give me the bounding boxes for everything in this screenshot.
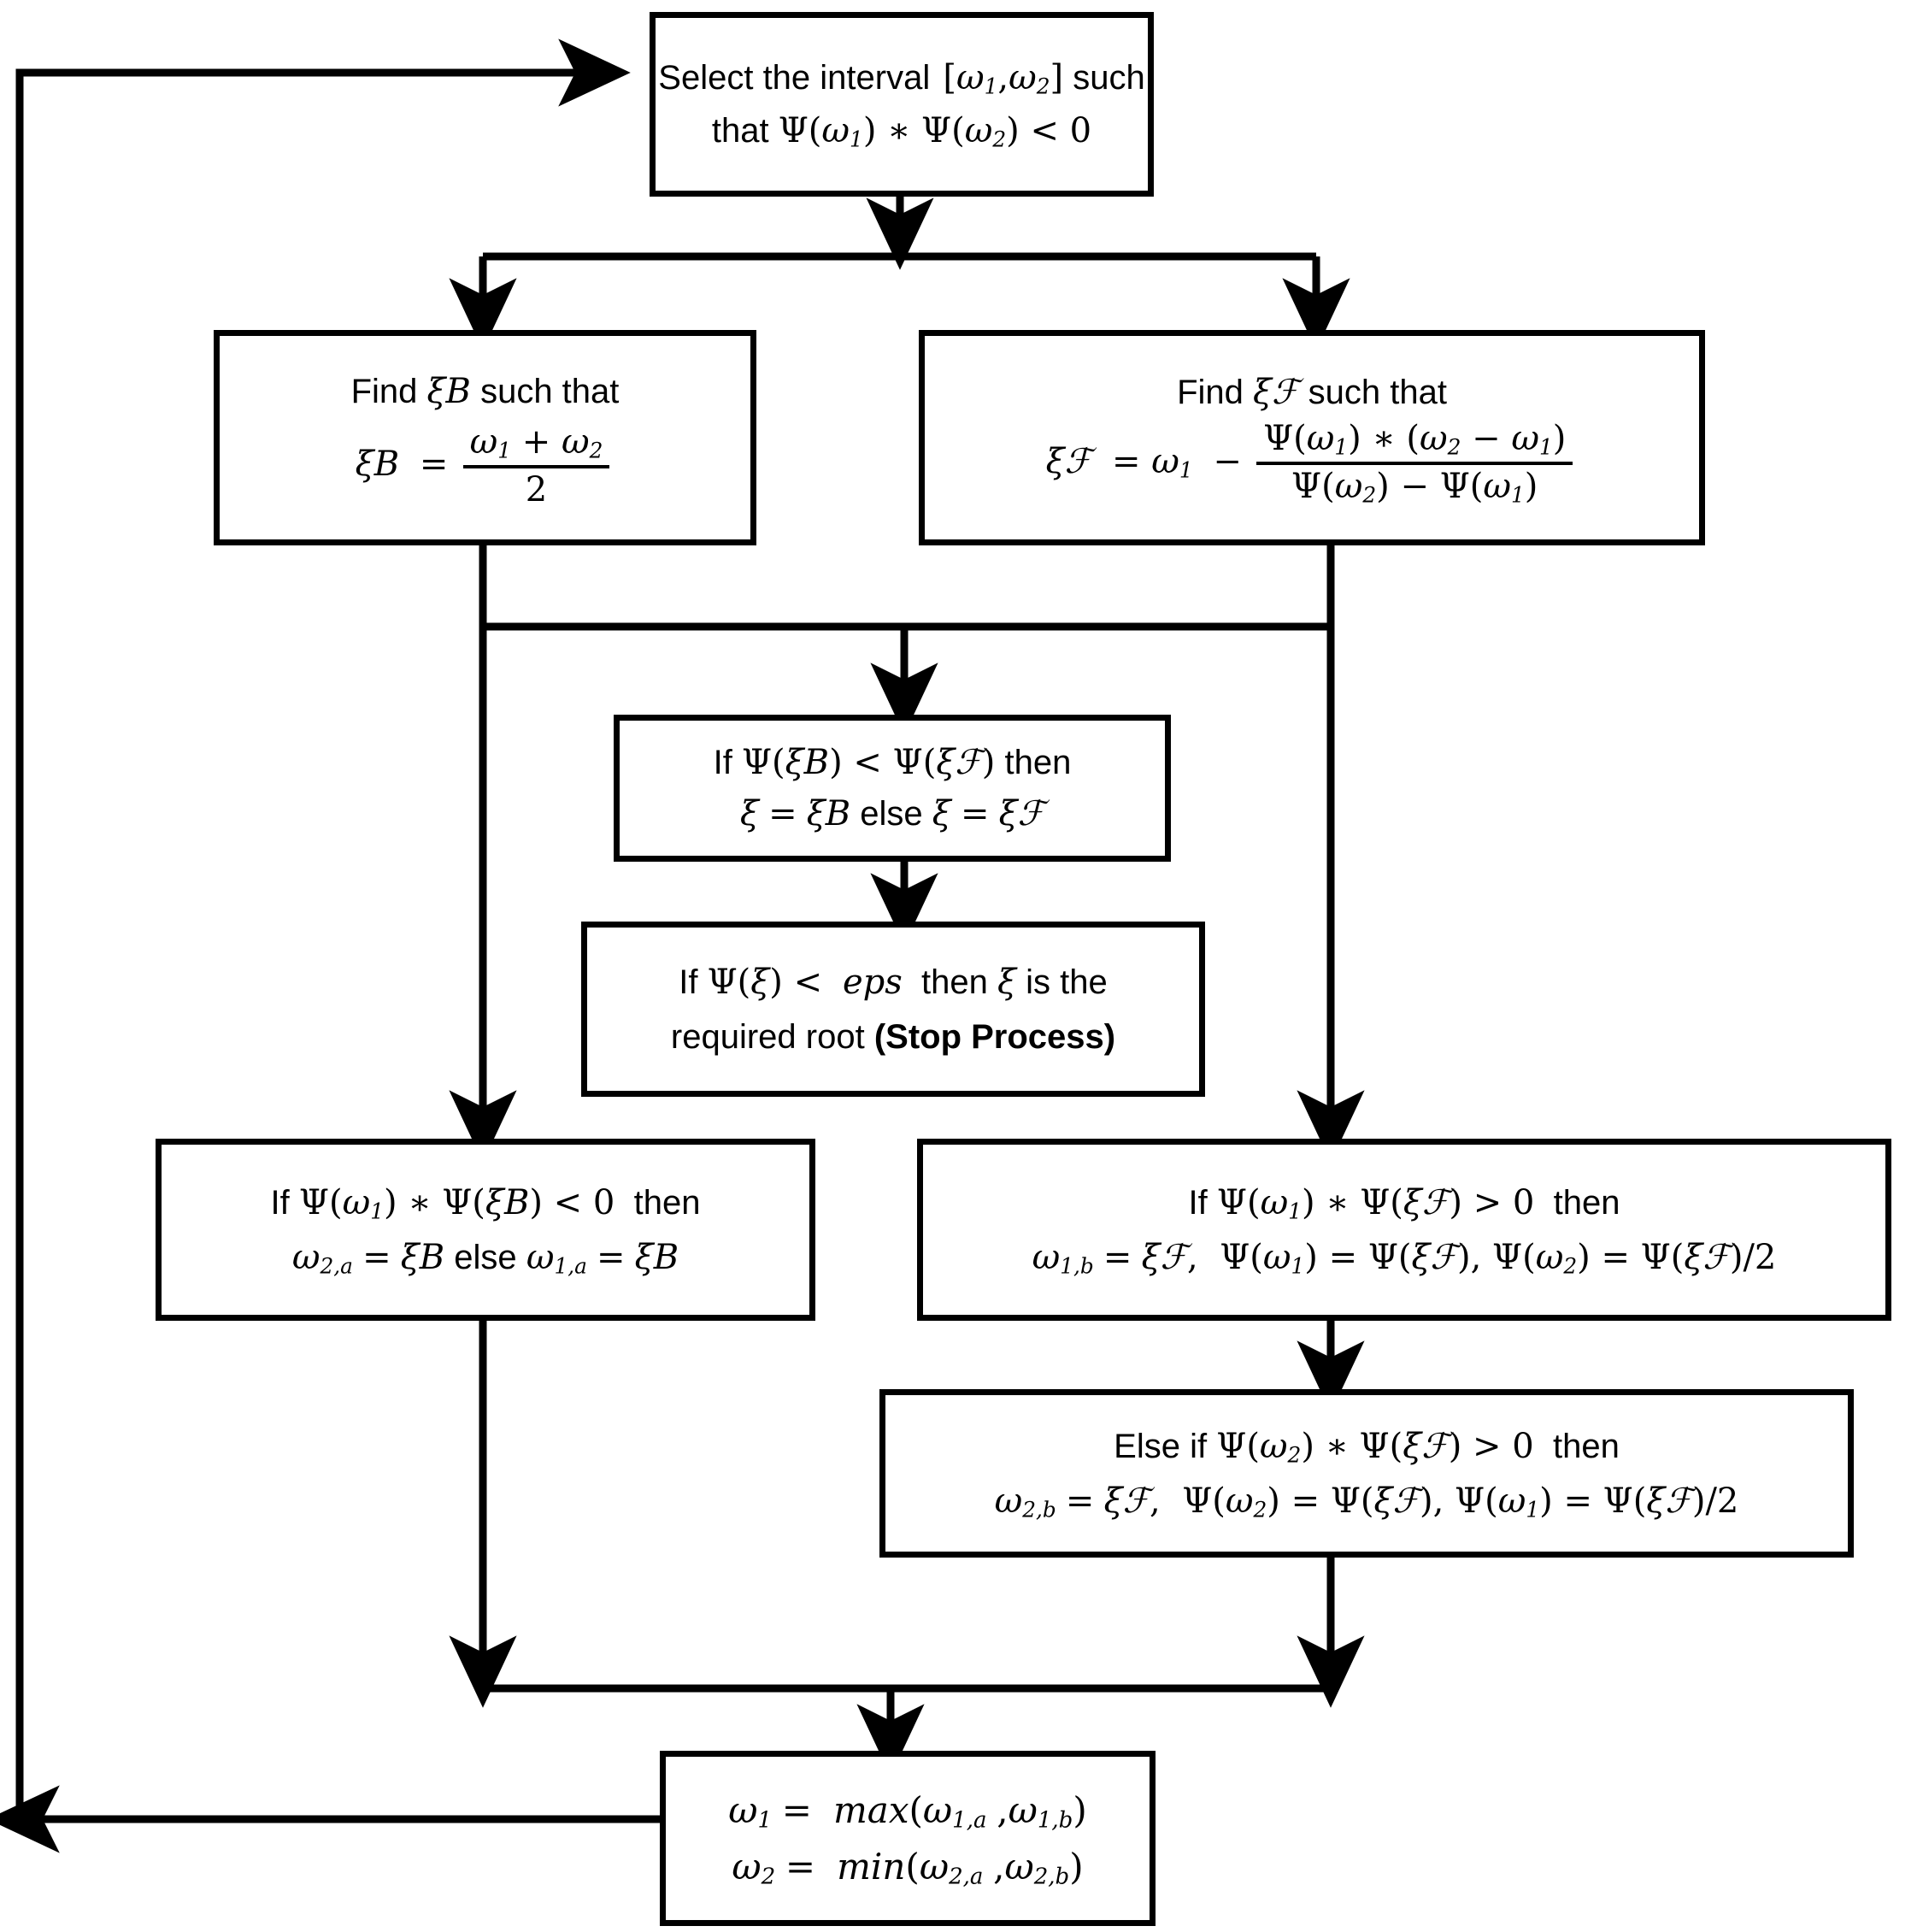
node-merge-omegas: ω1 = max(ω1,a ,ω1,b) ω2 = min(ω2,a ,ω2,b… <box>660 1751 1156 1926</box>
falsi-update-if-line-2: ω1,b = ξℱ, Ψ(ω1) = Ψ(ξℱ), Ψ(ω2) = Ψ(ξℱ)/… <box>1032 1237 1777 1278</box>
find-xi-b-heading: Find ξ𝐵 such that <box>350 371 620 411</box>
compare-psi-line-1: If Ψ(ξ𝐵) < Ψ(ξℱ) then <box>713 743 1072 782</box>
node-select-interval: Select the interval [ω1,ω2] such that Ψ(… <box>650 12 1154 197</box>
compare-psi-line-2: ξ = ξ𝐵 else ξ = ξℱ <box>739 794 1045 833</box>
node-falsi-update-elseif: Else if Ψ(ω2) ∗ Ψ(ξℱ) > 0 then ω2,b = ξℱ… <box>879 1389 1854 1558</box>
node-bisection-update: If Ψ(ω1) ∗ Ψ(ξ𝐵) < 0 then ω2,a = ξ𝐵 else… <box>156 1139 815 1321</box>
node-compare-psi: If Ψ(ξ𝐵) < Ψ(ξℱ) then ξ = ξ𝐵 else ξ = ξℱ <box>614 715 1171 862</box>
merge-omegas-line-2: ω2 = min(ω2,a ,ω2,b) <box>732 1845 1084 1890</box>
bisection-update-line-2: ω2,a = ξ𝐵 else ω1,a = ξ𝐵 <box>291 1237 679 1278</box>
find-xi-b-formula: ξ𝐵 = ω1 + ω2 2 <box>356 424 615 508</box>
node-stop-process: If Ψ(ξ) < eps then ξ is the required roo… <box>581 922 1205 1097</box>
find-xi-f-heading: Find ξℱ such that <box>1177 372 1447 412</box>
stop-process-line-1: If Ψ(ξ) < eps then ξ is the <box>679 962 1108 1002</box>
select-interval-line-2: that Ψ(ω1) ∗ Ψ(ω2) < 0 <box>711 111 1092 152</box>
stop-process-bold: (Stop Process) <box>873 1017 1116 1056</box>
merge-omegas-line-1: ω1 = max(ω1,a ,ω1,b) <box>728 1789 1087 1835</box>
find-xi-f-formula: ξℱ = ω1 − Ψ(ω1) ∗ (ω2 − ω1) Ψ(ω2) − Ψ(ω1… <box>1046 421 1579 507</box>
node-find-xi-f: Find ξℱ such that ξℱ = ω1 − Ψ(ω1) ∗ (ω2 … <box>919 330 1705 545</box>
falsi-update-elseif-line-2: ω2,b = ξℱ, Ψ(ω2) = Ψ(ξℱ), Ψ(ω1) = Ψ(ξℱ)/… <box>994 1481 1739 1522</box>
bisection-update-line-1: If Ψ(ω1) ∗ Ψ(ξ𝐵) < 0 then <box>270 1182 701 1223</box>
node-falsi-update-if: If Ψ(ω1) ∗ Ψ(ξℱ) > 0 then ω1,b = ξℱ, Ψ(ω… <box>917 1139 1891 1321</box>
falsi-update-if-line-1: If Ψ(ω1) ∗ Ψ(ξℱ) > 0 then <box>1188 1182 1620 1223</box>
falsi-update-elseif-line-1: Else if Ψ(ω2) ∗ Ψ(ξℱ) > 0 then <box>1114 1426 1620 1467</box>
select-interval-line-1: Select the interval [ω1,ω2] such <box>658 58 1145 99</box>
stop-process-line-2: required root (Stop Process) <box>670 1017 1116 1056</box>
node-find-xi-b: Find ξ𝐵 such that ξ𝐵 = ω1 + ω2 2 <box>214 330 756 545</box>
